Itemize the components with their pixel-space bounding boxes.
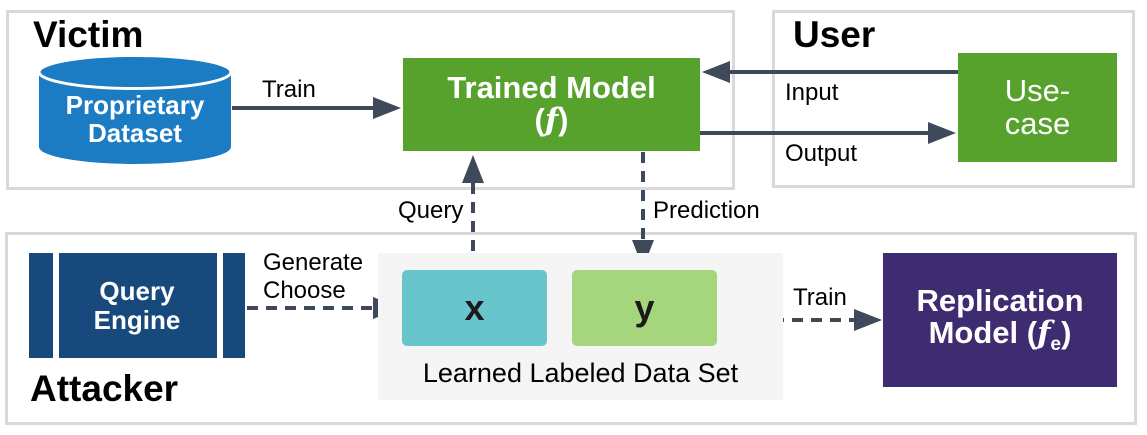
x-label: x	[464, 287, 485, 328]
query-arrow	[462, 155, 484, 270]
output-arrow	[700, 122, 956, 144]
output-label: Output	[785, 140, 858, 167]
use-case-line2: case	[1004, 105, 1071, 141]
use-case-node: Use- case	[958, 53, 1117, 162]
learned-dataset-caption: Learned Labeled Data Set	[422, 358, 739, 388]
proprietary-dataset-node: Proprietary Dataset	[38, 55, 232, 165]
victim-title: Victim	[33, 14, 144, 55]
database-icon	[38, 55, 232, 164]
trained-model-label: Trained Model	[447, 70, 656, 106]
input-arrow	[702, 61, 958, 83]
prediction-arrow	[632, 152, 654, 268]
generate-choose-label: Generate Choose	[263, 249, 363, 304]
y-label: y	[634, 287, 655, 328]
prediction-label: Prediction	[653, 197, 760, 224]
x-node: x	[402, 270, 547, 346]
victim-container	[6, 10, 735, 190]
generate-label: Generate	[263, 249, 364, 276]
replication-model-node: Replication Model (fe)	[883, 253, 1117, 387]
user-container	[772, 10, 1135, 188]
y-node: y	[572, 270, 717, 346]
process-bar-right	[217, 253, 223, 358]
process-bar-left	[53, 253, 59, 358]
attacker-container	[5, 232, 1137, 425]
trained-model-symbol: (f)	[534, 102, 569, 138]
user-title: User	[793, 14, 876, 55]
replication-model-line2: Model (fe)	[928, 315, 1072, 356]
choose-label: Choose	[263, 276, 346, 304]
use-case-line1: Use-	[1004, 72, 1071, 108]
trained-model-node: Trained Model (f)	[403, 58, 700, 151]
attacker-title: Attacker	[30, 368, 179, 409]
input-label: Input	[785, 79, 839, 106]
proprietary-dataset-label: Proprietary Dataset	[65, 89, 205, 148]
query-engine-node: Query Engine	[29, 253, 245, 358]
query-engine-label: Query Engine	[93, 275, 181, 335]
query-label: Query	[398, 197, 464, 224]
train-bottom-label: Train	[793, 284, 847, 311]
train-label: Train	[262, 76, 316, 103]
train-arrow	[232, 97, 401, 119]
replication-model-line1: Replication	[916, 282, 1084, 318]
